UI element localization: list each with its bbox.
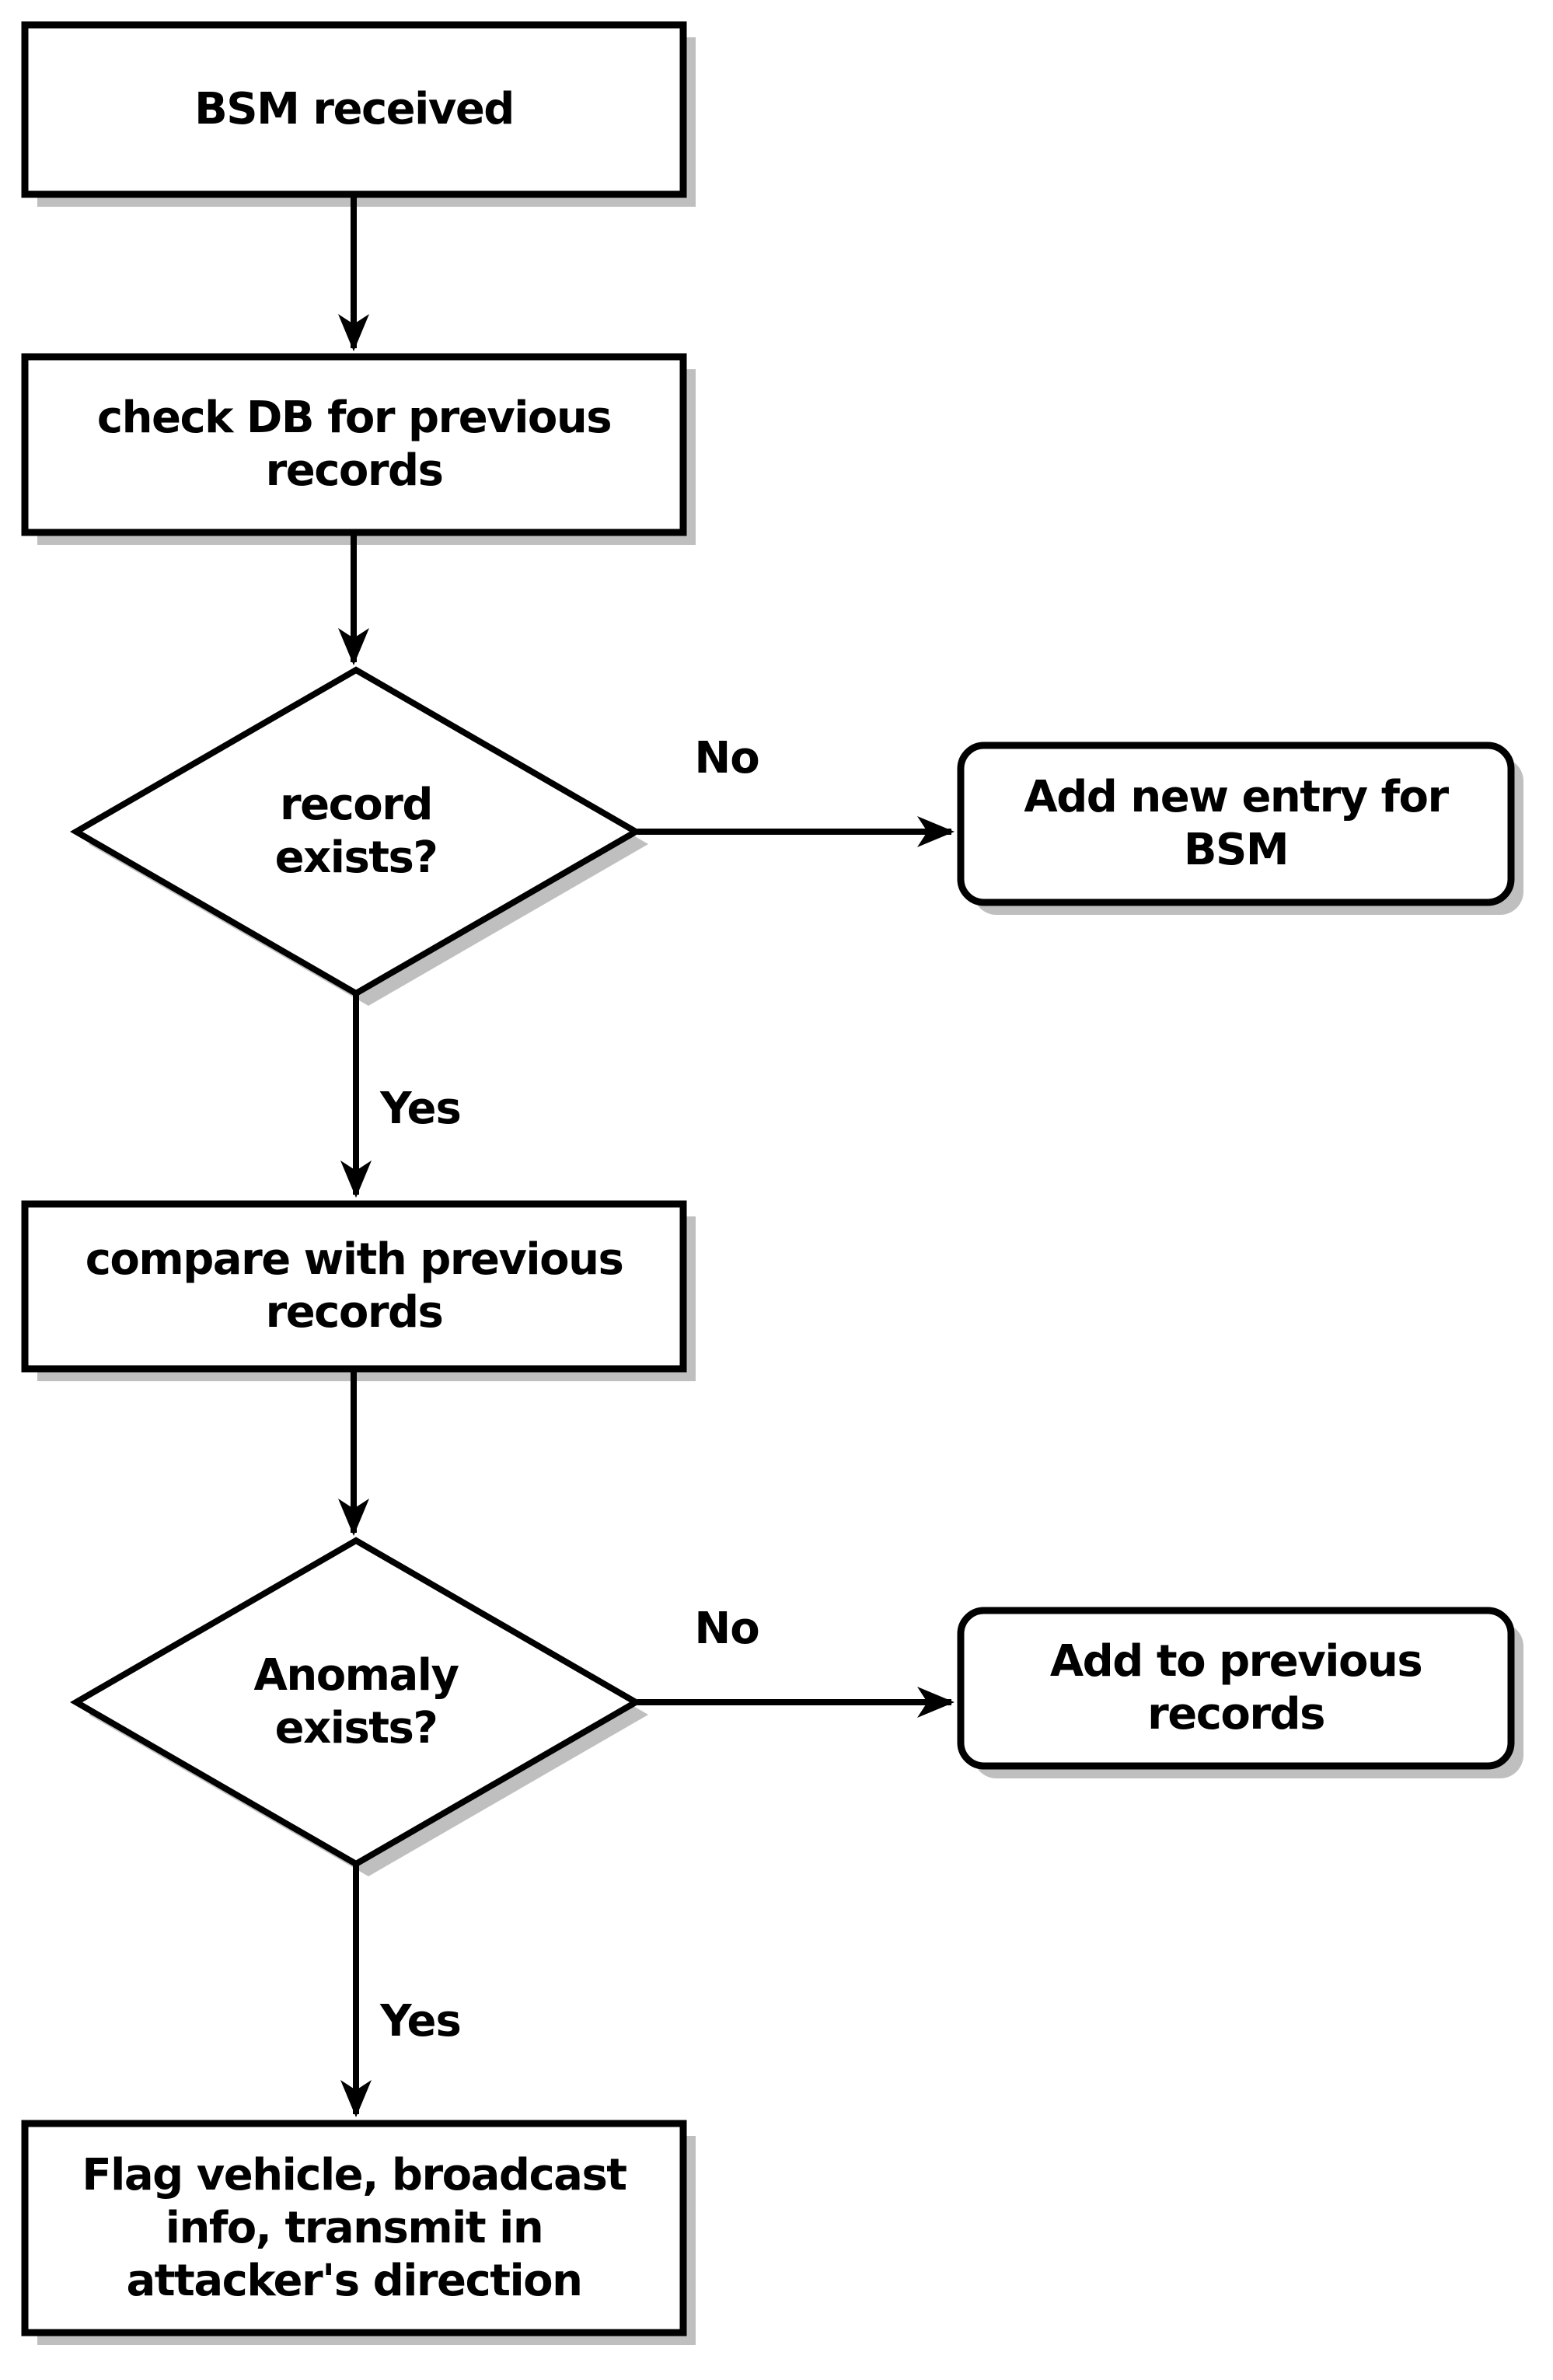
anomaly-exists-no-label: No — [694, 1603, 759, 1654]
record-exists-no-label: No — [694, 732, 759, 783]
connectors — [338, 196, 954, 2117]
add-new-entry-label: Add new entry for BSM — [1024, 772, 1449, 875]
record-exists-yes-label: Yes — [380, 1083, 462, 1134]
add-to-previous-box — [957, 1607, 1515, 1770]
anomaly-exists-label: Anomaly exists? — [253, 1650, 459, 1754]
bsm-received-label: BSM received — [194, 84, 515, 134]
add-new-entry-box — [957, 742, 1515, 906]
record-exists-label: record exists? — [274, 780, 438, 883]
anomaly-exists-yes-label: Yes — [380, 1995, 462, 2047]
add-to-previous-label: Add to previous records — [1049, 1636, 1423, 1740]
record-exists-diamond — [70, 666, 642, 997]
check-db-label: check DB for previous records — [96, 393, 612, 496]
bsm-received-box — [21, 21, 687, 198]
flag-vehicle-box — [21, 2120, 687, 2336]
node-shapes — [21, 21, 1515, 2336]
flag-vehicle-label: Flag vehicle, broadcast info, transmit i… — [82, 2149, 627, 2306]
compare-records-label: compare with previous records — [85, 1234, 624, 1338]
check-db-box — [21, 353, 687, 536]
anomaly-exists-diamond — [70, 1537, 642, 1868]
compare-records-box — [21, 1200, 687, 1373]
